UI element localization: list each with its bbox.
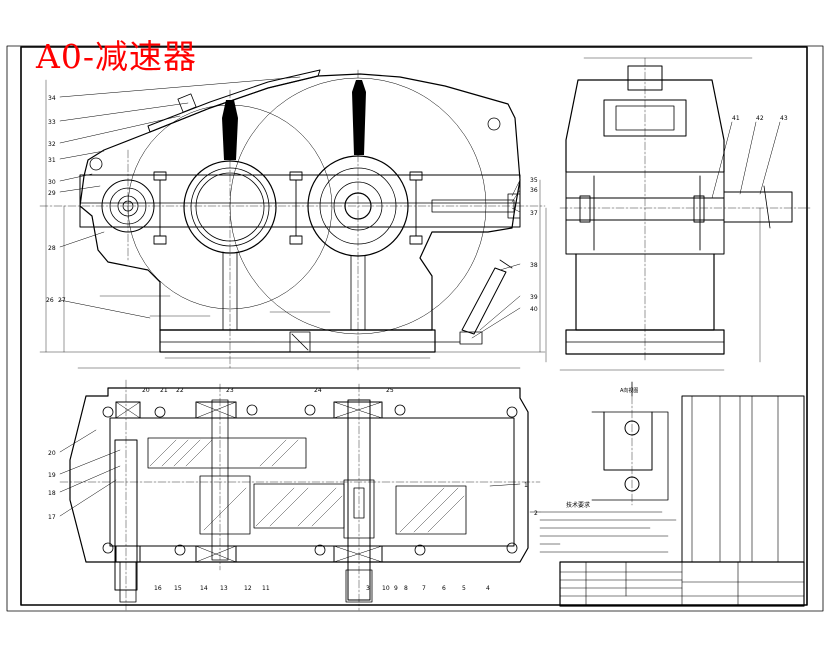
callout-9: 9 xyxy=(394,585,398,592)
side-bolts xyxy=(579,175,705,251)
top-view xyxy=(59,379,541,611)
side-view xyxy=(545,57,813,371)
housing-outline xyxy=(79,73,521,331)
callout-43: 43 xyxy=(780,115,788,122)
drain-plug xyxy=(459,331,483,345)
housing-base xyxy=(159,329,436,353)
top-bearing-cross xyxy=(115,401,383,563)
top-bearings xyxy=(115,401,383,563)
callout-2: 2 xyxy=(534,510,538,517)
callout-37: 37 xyxy=(530,210,538,217)
callout-30: 30 xyxy=(48,179,56,186)
side-output-shaft xyxy=(723,191,793,223)
section-label-a: A向视图 xyxy=(620,387,638,394)
top-input-shaft-stub xyxy=(119,561,137,603)
callout-21: 21 xyxy=(160,387,168,394)
callout-3: 3 xyxy=(366,585,370,592)
callout-31: 31 xyxy=(48,157,56,164)
callout-20-side: 20 xyxy=(48,450,56,457)
callout-34: 34 xyxy=(48,95,56,102)
oil-gauge xyxy=(461,267,507,335)
flange-bolts xyxy=(153,171,423,245)
detail-a-outline xyxy=(591,411,669,501)
callout-24: 24 xyxy=(314,387,322,394)
callout-39: 39 xyxy=(530,294,538,301)
callout-11: 11 xyxy=(262,585,270,592)
callout-13: 13 xyxy=(220,585,228,592)
top-gears xyxy=(147,437,467,539)
callout-25: 25 xyxy=(386,387,394,394)
parts-list xyxy=(681,395,805,563)
callout-22: 22 xyxy=(176,387,184,394)
callout-6: 6 xyxy=(442,585,446,592)
side-view-centerlines xyxy=(559,57,813,361)
callout-5: 5 xyxy=(462,585,466,592)
callout-41: 41 xyxy=(732,115,740,122)
oil-gauge-line xyxy=(499,259,513,269)
callout-16: 16 xyxy=(154,585,162,592)
callout-1: 1 xyxy=(524,482,528,489)
callout-26: 26 xyxy=(46,297,54,304)
front-view-dimensions xyxy=(39,79,546,369)
callout-19: 19 xyxy=(48,472,56,479)
front-view xyxy=(39,69,546,371)
callout-23: 23 xyxy=(226,387,234,394)
callout-14: 14 xyxy=(200,585,208,592)
top-view-centerlines xyxy=(59,379,541,611)
callout-29: 29 xyxy=(48,190,56,197)
callout-27: 27 xyxy=(58,297,66,304)
callout-20-top: 20 xyxy=(142,387,150,394)
top-housing-bolts xyxy=(102,404,518,556)
vent-plug xyxy=(177,93,197,113)
outer-border xyxy=(6,45,824,612)
title-block xyxy=(559,561,805,607)
leader-lines xyxy=(59,76,781,517)
detail-view-a xyxy=(591,381,669,506)
callout-36: 36 xyxy=(530,187,538,194)
drawing-title: A0-减速器 xyxy=(36,37,197,76)
side-shaft-break xyxy=(763,185,771,229)
parting-flange xyxy=(79,174,521,228)
callout-15: 15 xyxy=(174,585,182,592)
side-view-dimensions xyxy=(545,57,761,371)
callout-17: 17 xyxy=(48,514,56,521)
inspection-cover xyxy=(147,69,321,133)
callout-7: 7 xyxy=(422,585,426,592)
callout-10: 10 xyxy=(382,585,390,592)
inner-border xyxy=(20,46,808,606)
callout-32: 32 xyxy=(48,141,56,148)
top-gear-hatching xyxy=(149,439,465,533)
callout-35: 35 xyxy=(530,177,538,184)
callout-12: 12 xyxy=(244,585,252,592)
base-bolt-hatch xyxy=(291,333,309,351)
callout-40: 40 xyxy=(530,306,538,313)
callout-8: 8 xyxy=(404,585,408,592)
rib-2 xyxy=(352,80,366,155)
callout-4: 4 xyxy=(486,585,490,592)
detail-a-boss xyxy=(603,411,653,471)
front-view-centerlines xyxy=(39,69,546,371)
output-shaft xyxy=(431,199,515,213)
tech-requirements-lines xyxy=(539,511,677,553)
callout-18: 18 xyxy=(48,490,56,497)
callout-33: 33 xyxy=(48,119,56,126)
lifting-lug-left xyxy=(89,157,103,171)
lifting-lug-right xyxy=(487,117,501,131)
callout-28: 28 xyxy=(48,245,56,252)
callout-42: 42 xyxy=(756,115,764,122)
top-housing-outline xyxy=(69,387,529,563)
tech-requirements-title: 技术要求 xyxy=(566,501,590,509)
callout-38: 38 xyxy=(530,262,538,269)
